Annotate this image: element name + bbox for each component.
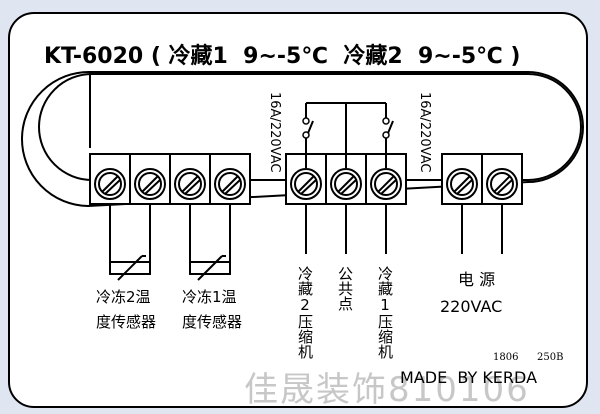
terminal-screw (134, 168, 166, 200)
sensor-2-wiring (109, 204, 151, 281)
terminal-screw (330, 168, 362, 200)
sensor-2-label-line1: 冷冻2温 (96, 288, 151, 306)
terminal-screw (290, 168, 322, 200)
output-leads (305, 204, 503, 254)
terminal-screw (214, 168, 246, 200)
compressor-2-label: 冷藏2压缩机 (296, 266, 314, 359)
terminal-screw (486, 168, 518, 200)
sensor-1-label-line2: 度传感器 (182, 313, 243, 331)
watermark: 佳晟装饰810106 (244, 370, 530, 410)
power-label-line1: 电 源 (458, 270, 496, 289)
relay-left-rating: 16A/220VAC (267, 92, 282, 173)
diagram-title: KT-6020 ( 冷藏1 9~-5℃ 冷藏2 9~-5℃ ) (44, 44, 521, 69)
terminal-screw (446, 168, 478, 200)
sensor-1-wiring (189, 204, 231, 281)
terminal-screw (174, 168, 206, 200)
version-code-1: 1806 (493, 352, 519, 363)
relay-wiring (305, 102, 394, 168)
sensor-2-label-line2: 度传感器 (96, 313, 157, 331)
version-code-2: 250B (537, 352, 564, 363)
common-point-label: 公共点 (336, 266, 354, 311)
sensor-1-label-line1: 冷冻1温 (182, 288, 237, 306)
diagram-card (8, 12, 588, 408)
compressor-1-label: 冷藏1压缩机 (376, 266, 394, 359)
terminal-screw (370, 168, 402, 200)
maker-label: MADE BY KERDA (400, 368, 538, 387)
relay-right-rating: 16A/220VAC (417, 92, 432, 173)
power-label-line2: 220VAC (440, 297, 503, 316)
controller-body (38, 73, 582, 181)
terminal-screw (94, 168, 126, 200)
relay-contacts (302, 117, 390, 139)
controller-body-outline (21, 70, 584, 208)
